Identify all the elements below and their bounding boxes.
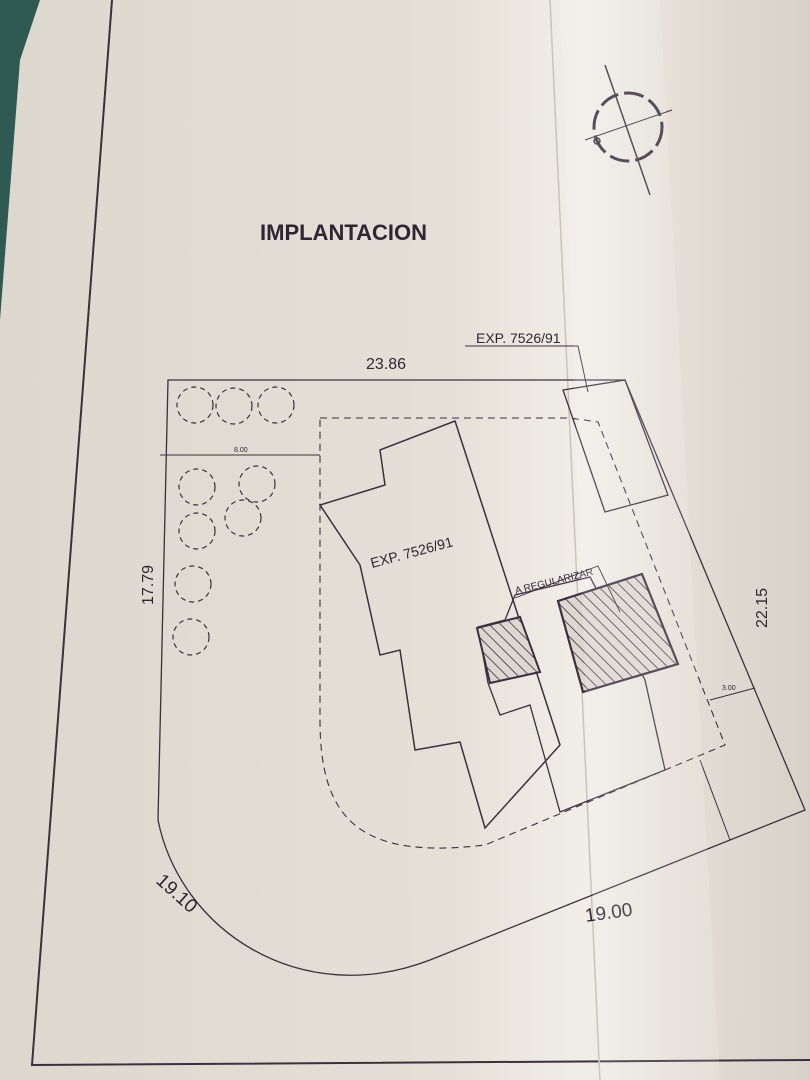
setback-line <box>319 417 726 849</box>
setback-right-line <box>709 687 756 701</box>
tree <box>178 468 216 506</box>
hatched-area-large <box>556 572 680 694</box>
tree <box>257 386 295 424</box>
setback-right-label: 3.00 <box>722 685 736 692</box>
tree <box>174 565 212 603</box>
dim-left: 17.79 <box>140 565 157 605</box>
regularizar-leader <box>514 565 621 613</box>
hatched-area-small <box>475 615 542 685</box>
tree <box>172 618 210 656</box>
north-arrow-icon <box>584 64 673 196</box>
tree <box>178 512 216 550</box>
sheet-border <box>30 0 810 1067</box>
dim-top: 23.86 <box>366 356 406 373</box>
lot-outline <box>157 379 806 976</box>
main-house <box>318 420 561 830</box>
tree <box>215 387 253 425</box>
exp-top-leader <box>465 345 589 393</box>
fold-line <box>549 0 601 1080</box>
exp-top-label: EXP. 7526/91 <box>476 330 561 346</box>
tree <box>176 386 214 424</box>
light-band <box>560 0 720 1080</box>
tree <box>238 465 276 503</box>
tree <box>224 499 262 537</box>
dim-right: 22.15 <box>754 588 771 628</box>
annex-structure <box>562 379 669 513</box>
plan-title: IMPLANTACION <box>260 220 427 245</box>
setback-left-label: 8.00 <box>234 447 248 454</box>
right-boundary-inner <box>699 759 731 841</box>
trees <box>172 386 295 656</box>
